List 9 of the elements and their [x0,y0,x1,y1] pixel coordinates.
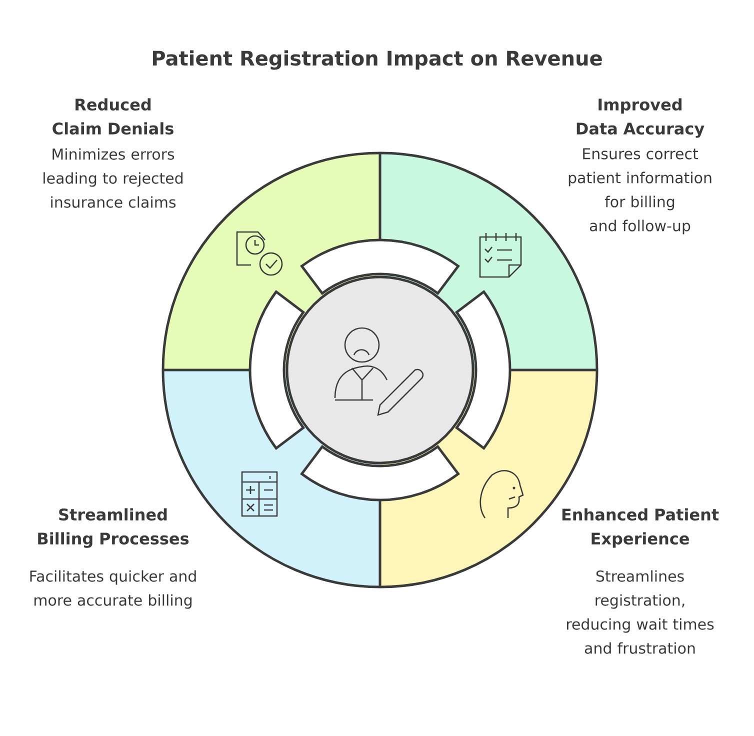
description: Ensures correct patient information for billing and follow-up [568,148,712,234]
heading: Streamlined Billing Processes [38,508,189,548]
description: Facilitates quicker and more accurate billing [30,570,196,609]
title: Patient Registration Impact on Revenue [153,50,602,70]
heading: Enhanced Patient Experience [562,508,719,548]
description: Minimizes errors leading to rejected insurance claims [44,148,182,208]
heading: Reduced Claim Denials [52,98,174,135]
description: Streamlines registration, reducing wait times and frustration [567,570,714,654]
heading: Improved Data Accuracy [576,98,704,138]
